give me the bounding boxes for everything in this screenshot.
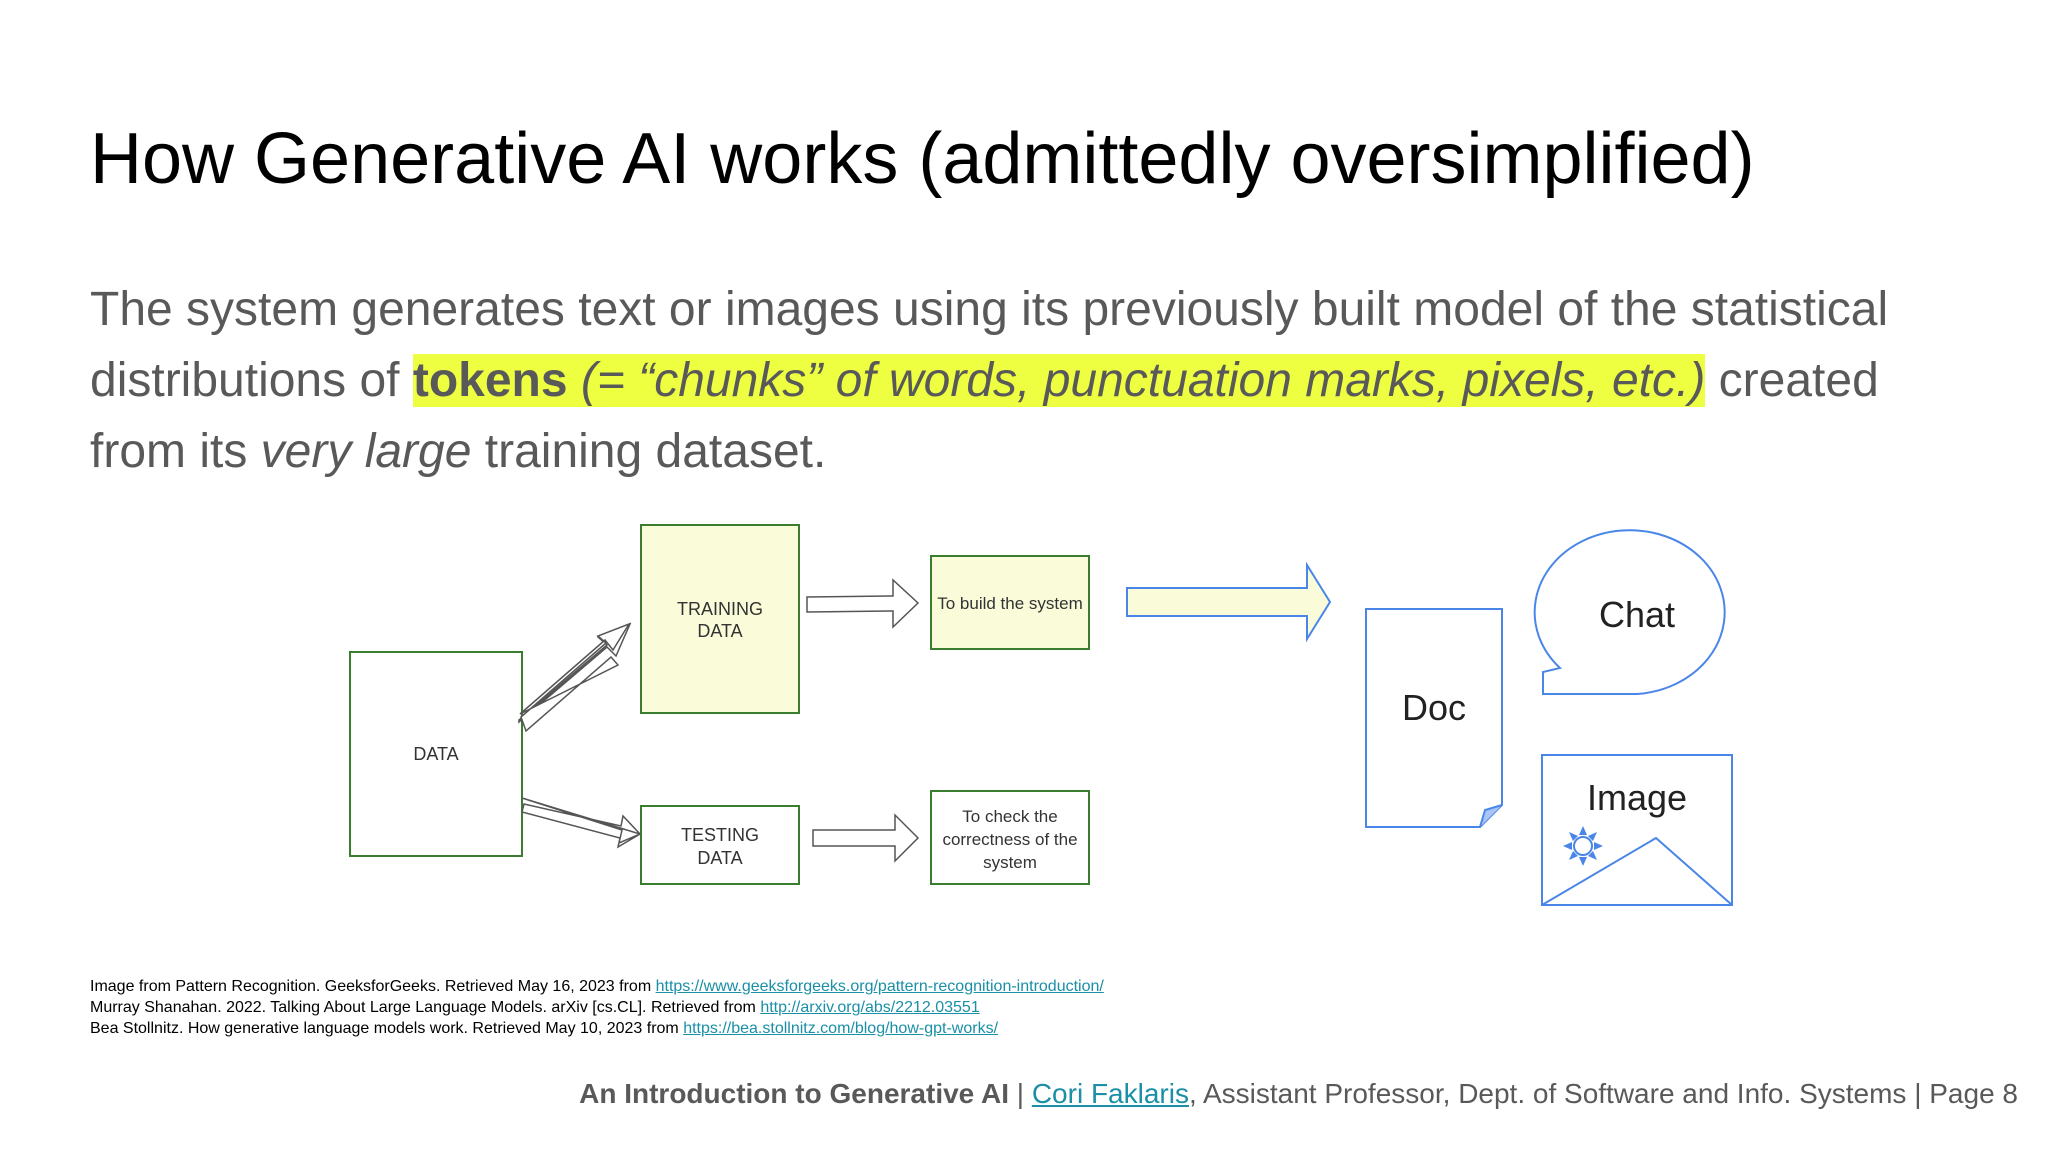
image-label: Image <box>1587 777 1687 818</box>
testing-label-line1: TESTING <box>681 825 759 845</box>
data-box-label: DATA <box>413 744 458 764</box>
check-label-line3: system <box>983 853 1037 872</box>
body-emphasis: very large <box>260 425 472 478</box>
footer-separator: | <box>1008 1078 1032 1109</box>
footer-rest: , Assistant Professor, Dept. of Software… <box>1188 1078 2018 1109</box>
reference-1-link[interactable]: https://www.geeksforgeeks.org/pattern-re… <box>655 978 1104 995</box>
sun-icon <box>1563 826 1603 866</box>
reference-2-link[interactable]: http://arxiv.org/abs/2212.03551 <box>760 999 980 1016</box>
check-label-line1: To check the <box>962 807 1057 826</box>
slide-footer: An Introduction to Generative AI | Cori … <box>579 1078 2018 1110</box>
slide-body-text: The system generates text or images usin… <box>90 274 1970 487</box>
body-part3: training dataset. <box>471 425 827 478</box>
arrow-to-outputs <box>1126 561 1332 643</box>
testing-label-line2: DATA <box>697 848 742 868</box>
arrow-to-training-body <box>519 622 631 733</box>
check-label-line2: correctness of the <box>942 830 1077 849</box>
chat-label: Chat <box>1599 594 1675 635</box>
references: Image from Pattern Recognition. Geeksfor… <box>90 976 1104 1039</box>
image-frame <box>1541 754 1733 906</box>
training-label-line2: DATA <box>697 621 742 641</box>
data-box <box>349 651 523 857</box>
build-system-label: To build the system <box>937 594 1083 613</box>
reference-3-link[interactable]: https://bea.stollnitz.com/blog/how-gpt-w… <box>683 1020 999 1037</box>
doc-label: Doc <box>1402 687 1466 728</box>
training-label-line1: TRAINING <box>677 599 763 619</box>
body-part1: The system generates text or images usin… <box>90 283 1889 407</box>
build-system-box <box>930 555 1090 650</box>
arrow-to-check <box>812 813 920 863</box>
slide-title: How Generative AI works (admittedly over… <box>90 119 1755 199</box>
check-correctness-box <box>930 790 1090 885</box>
tokens-highlight: tokens (= “chunks” of words, punctuation… <box>412 354 1706 407</box>
testing-data-box <box>640 805 800 885</box>
body-part2: created from its <box>90 354 1879 478</box>
footer-author-link[interactable]: Cori Faklaris <box>1031 1078 1189 1109</box>
training-data-box <box>640 524 800 714</box>
chat-bubble <box>1533 529 1726 695</box>
footer-course: An Introduction to Generative AI <box>579 1078 1009 1109</box>
tokens-bold: tokens <box>412 354 568 407</box>
arrow-to-build <box>806 578 920 629</box>
reference-3: Bea Stollnitz. How generative language m… <box>90 1020 999 1037</box>
reference-2: Murray Shanahan. 2022. Talking About Lar… <box>90 999 980 1016</box>
doc-fold <box>1479 804 1503 828</box>
reference-1: Image from Pattern Recognition. Geeksfor… <box>90 978 1104 995</box>
arrow-to-testing <box>521 797 642 849</box>
image-mountain <box>1541 836 1733 906</box>
tokens-definition: (= “chunks” of words, punctuation marks,… <box>567 354 1706 407</box>
